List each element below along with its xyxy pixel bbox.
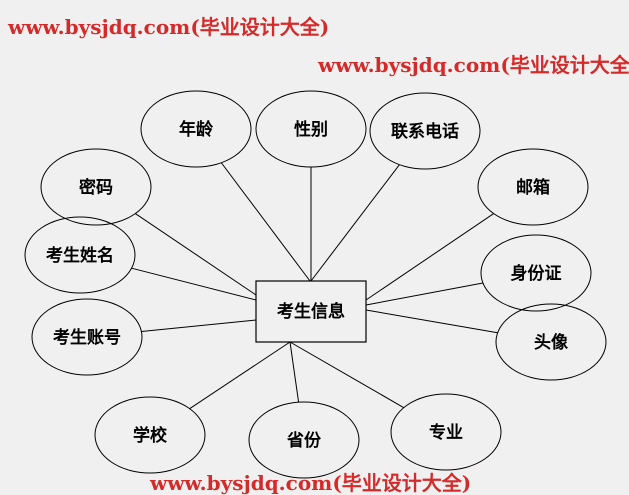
attribute-province: 省份: [248, 401, 360, 479]
connector-age: [220, 162, 311, 282]
watermark-text: www.bysjdq.com(毕业设计大全): [317, 53, 629, 77]
attribute-password: 密码: [40, 148, 152, 226]
attribute-label: 年龄: [179, 119, 214, 140]
attribute-ellipse: [480, 234, 592, 312]
attribute-ellipse: [390, 393, 502, 471]
attribute-idcard: 身份证: [480, 234, 592, 312]
connector-email: [365, 213, 494, 301]
attribute-ellipse: [31, 298, 143, 376]
connector-phone: [310, 164, 400, 282]
connector-password: [135, 213, 257, 296]
attribute-label: 邮箱: [516, 177, 550, 198]
attribute-school: 学校: [94, 396, 206, 474]
attribute-ellipse: [140, 90, 252, 168]
connector-avatar: [365, 309, 498, 334]
attribute-label: 性别: [294, 119, 328, 140]
attribute-label: 省份: [286, 430, 322, 451]
relationship-lines: [131, 162, 498, 410]
watermark-text: www.bysjdq.com(毕业设计大全): [7, 15, 329, 39]
attribute-ellipse: [24, 216, 136, 294]
connector-account: [141, 319, 257, 333]
attribute-ellipse: [255, 90, 367, 168]
watermarks: www.bysjdq.com(毕业设计大全) www.bysjdq.com(毕业设…: [7, 15, 629, 495]
attribute-email: 邮箱: [477, 148, 589, 226]
attribute-phone: 联系电话: [369, 92, 481, 170]
watermark-text: www.bysjdq.com(毕业设计大全): [149, 471, 471, 495]
attribute-label: 考生姓名: [45, 245, 114, 266]
attribute-name: 考生姓名: [24, 216, 136, 294]
attribute-label: 密码: [79, 177, 113, 198]
attribute-major: 专业: [390, 393, 502, 471]
connector-school: [189, 341, 291, 410]
connector-name: [131, 267, 257, 301]
attribute-ellipse: [477, 148, 589, 226]
attribute-account: 考生账号: [31, 298, 143, 376]
entity-label: 考生信息: [276, 301, 345, 322]
attribute-label: 头像: [534, 333, 569, 353]
connector-province: [289, 341, 300, 403]
attribute-ellipse: [369, 92, 481, 170]
attribute-label: 身份证: [511, 263, 562, 284]
entity-box: 考生信息: [255, 280, 367, 343]
attribute-age: 年龄: [140, 90, 252, 168]
attribute-ellipse: [94, 396, 206, 474]
attribute-label: 联系电话: [391, 121, 459, 142]
attribute-ellipse: [40, 148, 152, 226]
entity-rect: [255, 280, 367, 343]
connector-major: [289, 341, 405, 409]
connector-idcard: [365, 282, 484, 306]
attribute-gender: 性别: [255, 90, 367, 168]
attribute-label: 考生账号: [52, 327, 121, 348]
attribute-label: 专业: [429, 422, 463, 443]
attribute-ellipse: [495, 303, 607, 381]
attribute-ellipse: [248, 401, 360, 479]
attribute-label: 学校: [133, 425, 168, 446]
attribute-avatar: 头像: [495, 303, 607, 381]
